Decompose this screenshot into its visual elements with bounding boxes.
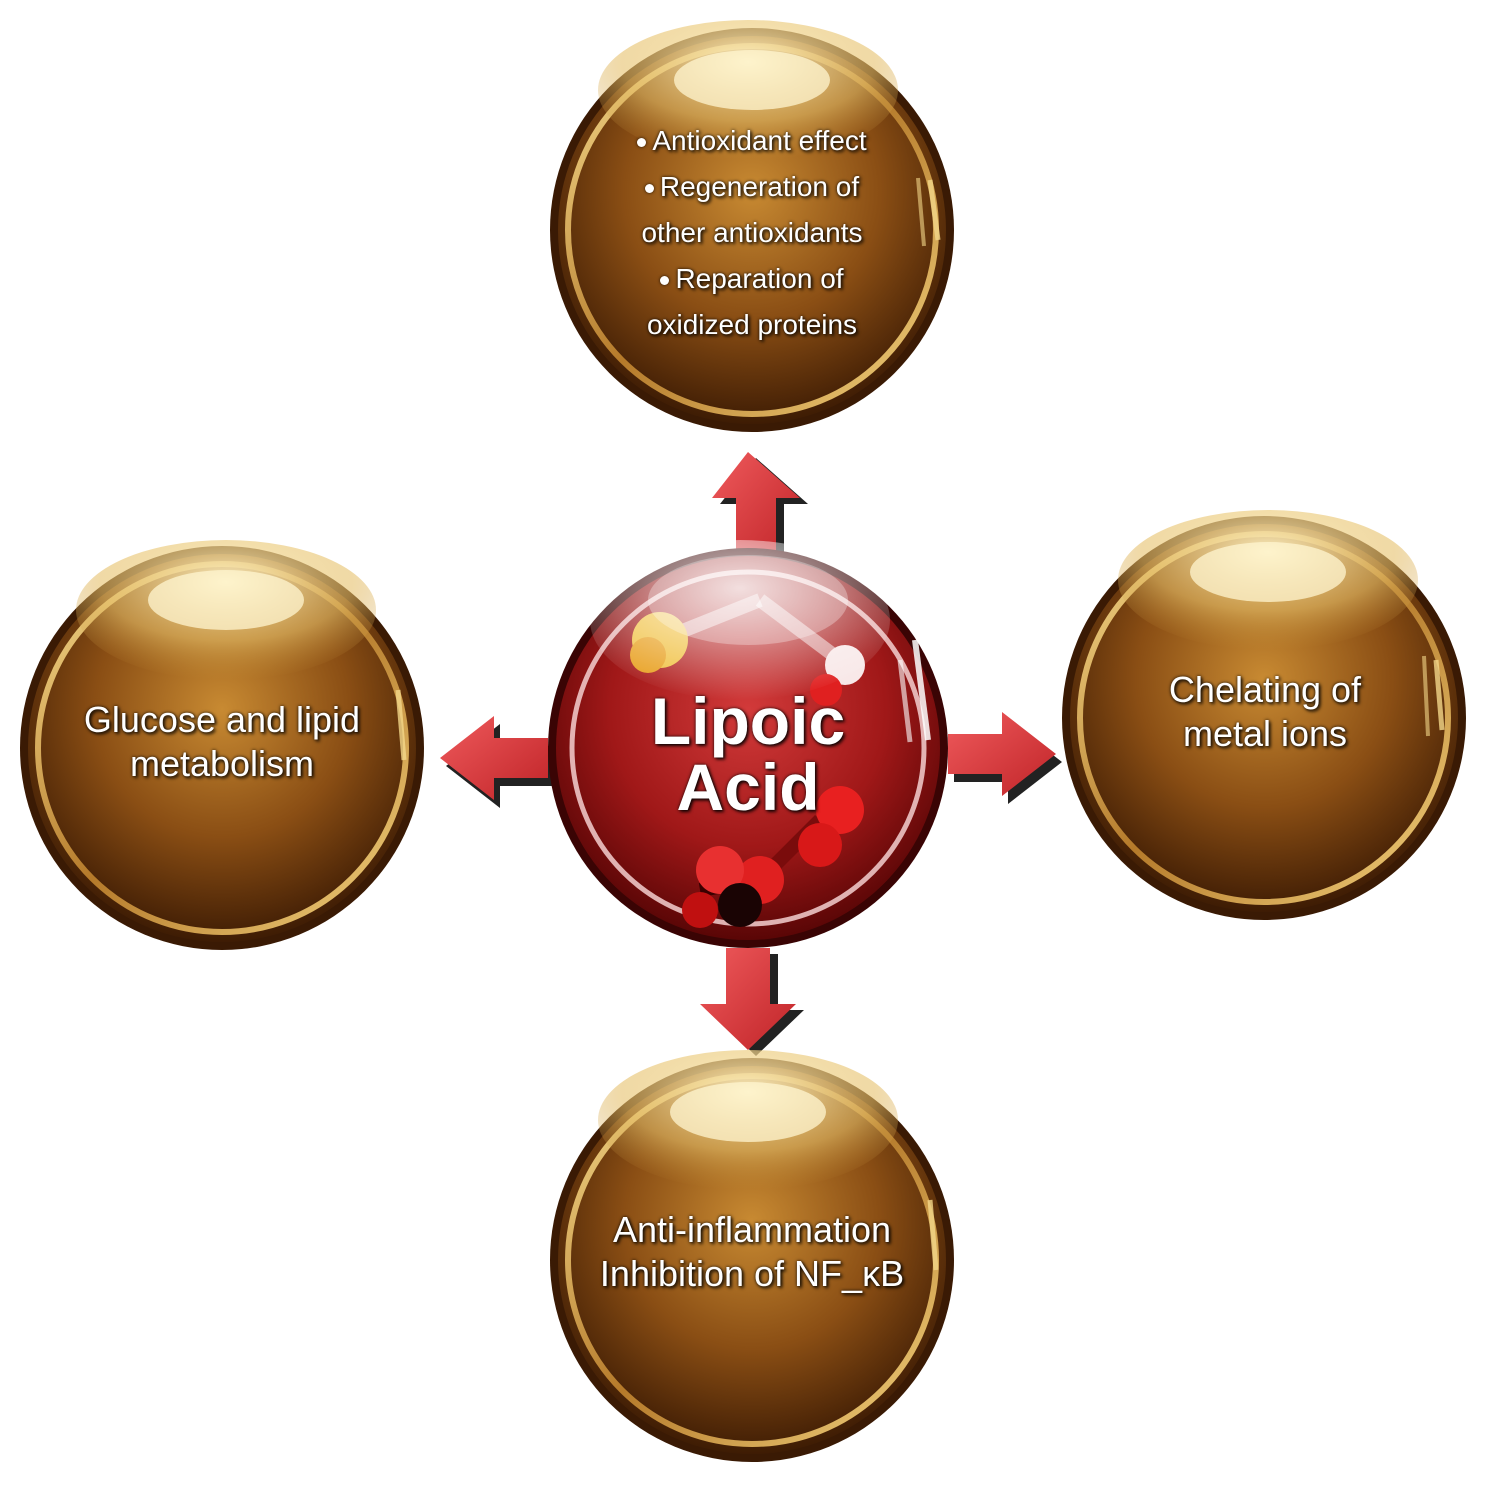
top-item-1: Antioxidant effect [552, 118, 952, 164]
bullet-icon [637, 138, 647, 148]
right-node-line2: metal ions [1182, 713, 1348, 754]
center-title-line2: Acid [676, 750, 820, 824]
left-node-text: Glucose and lipid metabolism [32, 698, 412, 786]
left-node-line2: metabolism [129, 743, 315, 784]
center-title-line1: Lipoic [650, 684, 846, 758]
bottom-sphere [550, 1050, 954, 1462]
top-item-2: Regeneration of [552, 164, 952, 210]
left-node-line1: Glucose and lipid [83, 699, 361, 740]
bullet-icon [660, 276, 670, 286]
arrow-left [440, 716, 554, 808]
right-node-text: Chelating of metal ions [1080, 668, 1450, 756]
center-sphere [548, 540, 948, 948]
arrow-right [948, 712, 1062, 804]
center-title: Lipoic Acid [598, 688, 898, 820]
arrow-up [712, 452, 808, 566]
right-sphere [1062, 510, 1466, 920]
top-item-3: other antioxidants [641, 217, 863, 248]
top-sphere [550, 20, 954, 432]
top-item-5: oxidized proteins [646, 309, 858, 340]
bottom-node-text: Anti-inflammation Inhibition of NF_κB [560, 1208, 944, 1296]
bottom-node-line2: Inhibition of NF_κB [599, 1253, 905, 1294]
bottom-node-line1: Anti-inflammation [612, 1209, 892, 1250]
right-node-line1: Chelating of [1168, 669, 1362, 710]
arrow-down [700, 948, 804, 1056]
bullet-icon [644, 184, 654, 194]
top-node-text: Antioxidant effect Regeneration of other… [552, 118, 952, 348]
top-item-4: Reparation of [552, 256, 952, 302]
left-sphere [20, 540, 424, 950]
